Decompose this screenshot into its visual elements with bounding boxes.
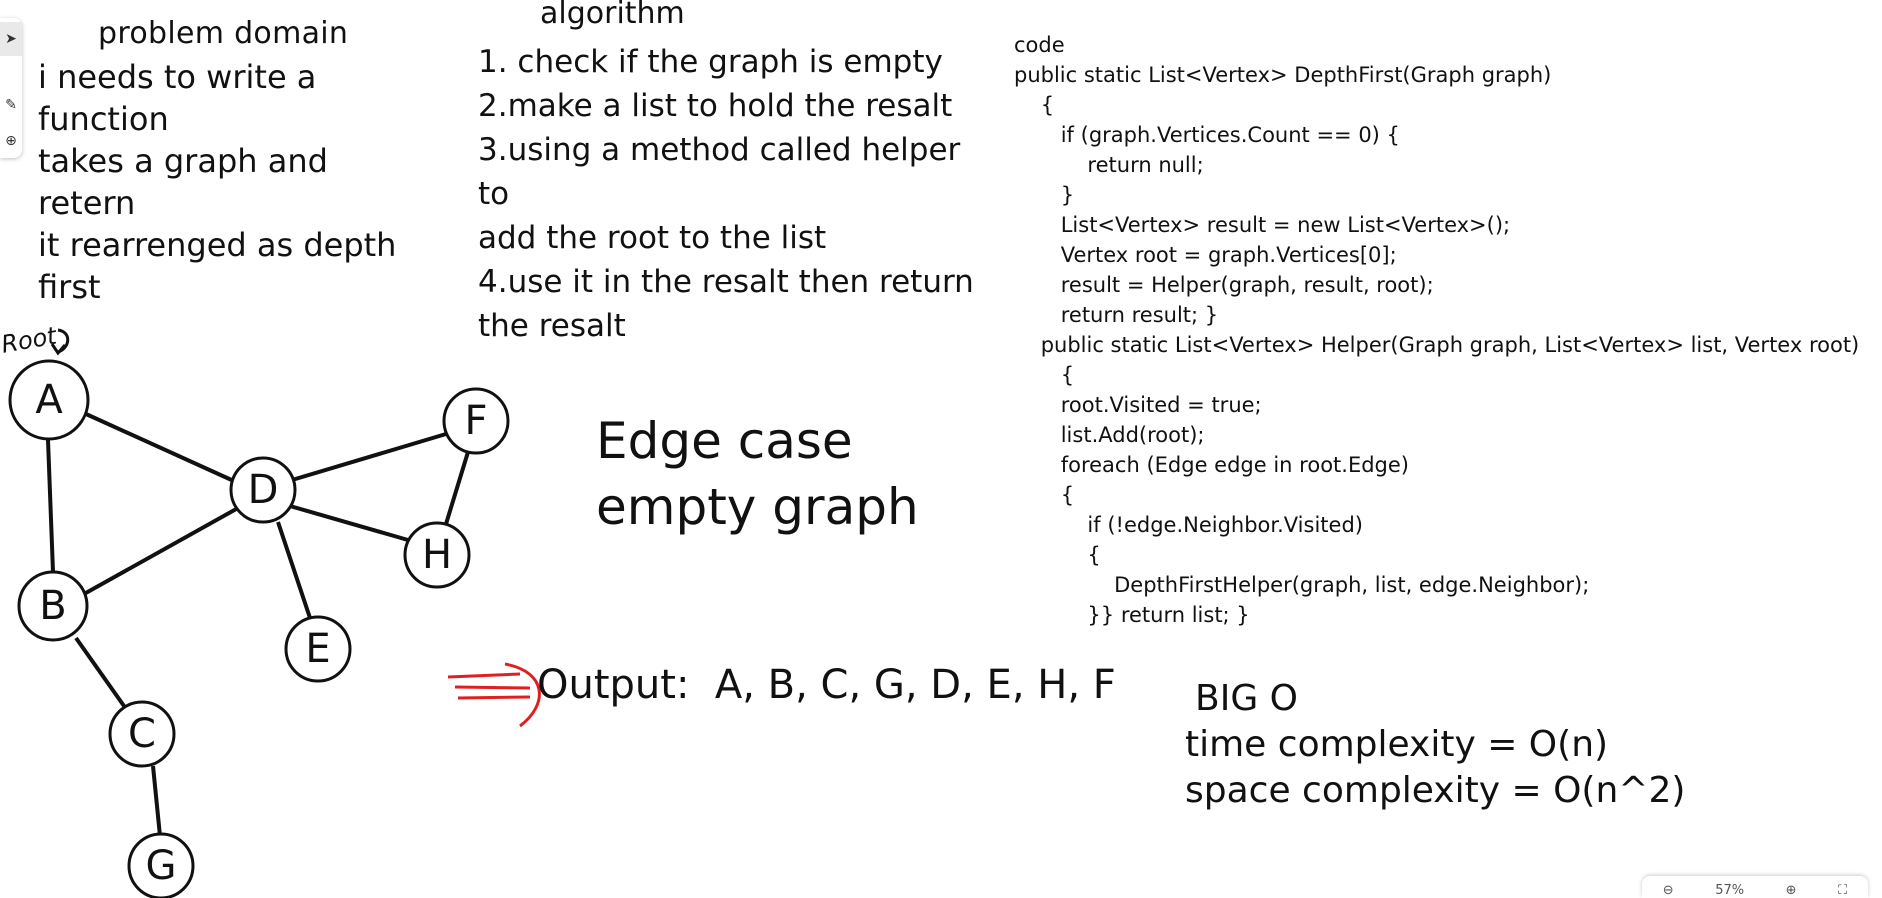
code-line: }} return list; }: [1014, 603, 1250, 627]
graph-node-labels: A B C G D E F H: [35, 377, 487, 889]
big-o-title: BIG O: [1195, 678, 1298, 719]
zoom-level[interactable]: 57%: [1715, 883, 1745, 898]
zoom-out-icon[interactable]: ⊖: [1662, 883, 1674, 898]
edge-d-f: [291, 432, 447, 482]
output-line: Output: A, B, C, G, D, E, H, F: [537, 662, 1116, 708]
node-f-circle: [442, 387, 510, 455]
code-line: if (!edge.Neighbor.Visited): [1014, 513, 1363, 537]
node-d-label: D: [248, 467, 279, 513]
problem-domain-title: problem domain: [98, 16, 349, 51]
code-line: return result; }: [1014, 303, 1219, 327]
code-line: if (graph.Vertices.Count == 0) {: [1014, 123, 1400, 147]
node-c-circle: [108, 700, 176, 768]
algorithm-steps: 1. check if the graph is empty 2.make a …: [478, 40, 998, 348]
code-line: foreach (Edge edge in root.Edge): [1014, 453, 1409, 477]
code-line: {: [1014, 543, 1101, 567]
edge-d-e: [276, 521, 312, 619]
pointer-icon[interactable]: ➤: [0, 22, 22, 56]
edge-b-c: [74, 636, 126, 708]
problem-domain-line: it rearrenged as depth: [38, 226, 397, 264]
algorithm-step: 2.make a list to hold the resalt: [478, 88, 953, 124]
edge-case-text: empty graph: [596, 478, 919, 536]
graph-nodes: [8, 359, 510, 898]
problem-domain-line: first: [38, 268, 101, 306]
algorithm-title: algorithm: [540, 0, 685, 31]
output-values: A, B, C, G, D, E, H, F: [714, 662, 1116, 708]
code-block: code public static List<Vertex> DepthFir…: [1014, 30, 1859, 630]
node-h-label: H: [422, 532, 452, 578]
node-e-label: E: [305, 626, 330, 672]
problem-domain-line: i needs to write a function: [38, 58, 317, 138]
code-label: code: [1014, 33, 1065, 57]
code-line: Vertex root = graph.Vertices[0];: [1014, 243, 1397, 267]
algorithm-step: 4.use it in the resalt then return: [478, 264, 974, 300]
output-arrow-icon: [447, 662, 541, 728]
edge-case-note: Edge case empty graph: [596, 408, 919, 540]
code-line: {: [1014, 483, 1075, 507]
add-icon[interactable]: ⊕: [5, 133, 17, 149]
node-f-label: F: [464, 398, 487, 444]
zoom-in-icon[interactable]: ⊕: [1785, 883, 1797, 898]
code-line: return null;: [1014, 153, 1204, 177]
output-label: Output:: [537, 662, 690, 708]
problem-domain-line: takes a graph and retern: [38, 142, 328, 222]
fit-screen-icon[interactable]: ⛶: [1838, 883, 1848, 898]
code-line: }: [1014, 183, 1075, 207]
node-a-label: A: [35, 377, 63, 423]
space-complexity: space complexity = O(n^2): [1185, 770, 1686, 811]
zoom-controls: ⊖ 57% ⊕ ⛶: [1642, 876, 1868, 898]
edge-f-h: [444, 451, 470, 525]
time-complexity: time complexity = O(n): [1185, 724, 1609, 765]
node-a-circle: [8, 359, 90, 441]
node-g-label: G: [146, 843, 177, 889]
drawing-toolbar: ➤ ✎ ⊕: [0, 18, 22, 158]
edge-b-d: [83, 506, 239, 596]
code-line: List<Vertex> result = new List<Vertex>()…: [1014, 213, 1511, 237]
graph-edges: [46, 412, 470, 837]
code-line: root.Visited = true;: [1014, 393, 1262, 417]
edge-d-h: [289, 504, 409, 542]
code-line: {: [1014, 363, 1075, 387]
code-line: public static List<Vertex> Helper(Graph …: [1014, 333, 1860, 357]
node-b-label: B: [39, 583, 66, 629]
node-h-circle: [403, 521, 471, 589]
code-line: public static List<Vertex> DepthFirst(Gr…: [1014, 63, 1552, 87]
node-g-circle: [127, 832, 195, 898]
node-b-circle: [17, 570, 89, 642]
node-e-circle: [284, 615, 352, 683]
big-o-note: BIG O time complexity = O(n) space compl…: [1185, 676, 1685, 814]
algorithm-step: 1. check if the graph is empty: [478, 44, 943, 80]
node-c-label: C: [128, 711, 156, 757]
algorithm-step: add the root to the list: [478, 220, 827, 256]
code-line: {: [1014, 93, 1055, 117]
root-label: Root: [0, 321, 60, 358]
root-arrow-icon: [50, 328, 70, 356]
algorithm-step: 3.using a method called helper to: [478, 132, 961, 212]
problem-domain-text: i needs to write a function takes a grap…: [38, 56, 428, 308]
edge-c-g: [151, 765, 162, 837]
algorithm-step: the resalt: [478, 308, 626, 344]
code-line: result = Helper(graph, result, root);: [1014, 273, 1434, 297]
edge-case-title: Edge case: [596, 412, 853, 470]
code-line: list.Add(root);: [1014, 423, 1205, 447]
node-d-circle: [229, 456, 297, 524]
edge-a-d: [85, 412, 237, 484]
pen-icon[interactable]: ✎: [5, 97, 17, 113]
code-line: DepthFirstHelper(graph, list, edge.Neigh…: [1014, 573, 1590, 597]
edge-a-b: [46, 439, 55, 573]
